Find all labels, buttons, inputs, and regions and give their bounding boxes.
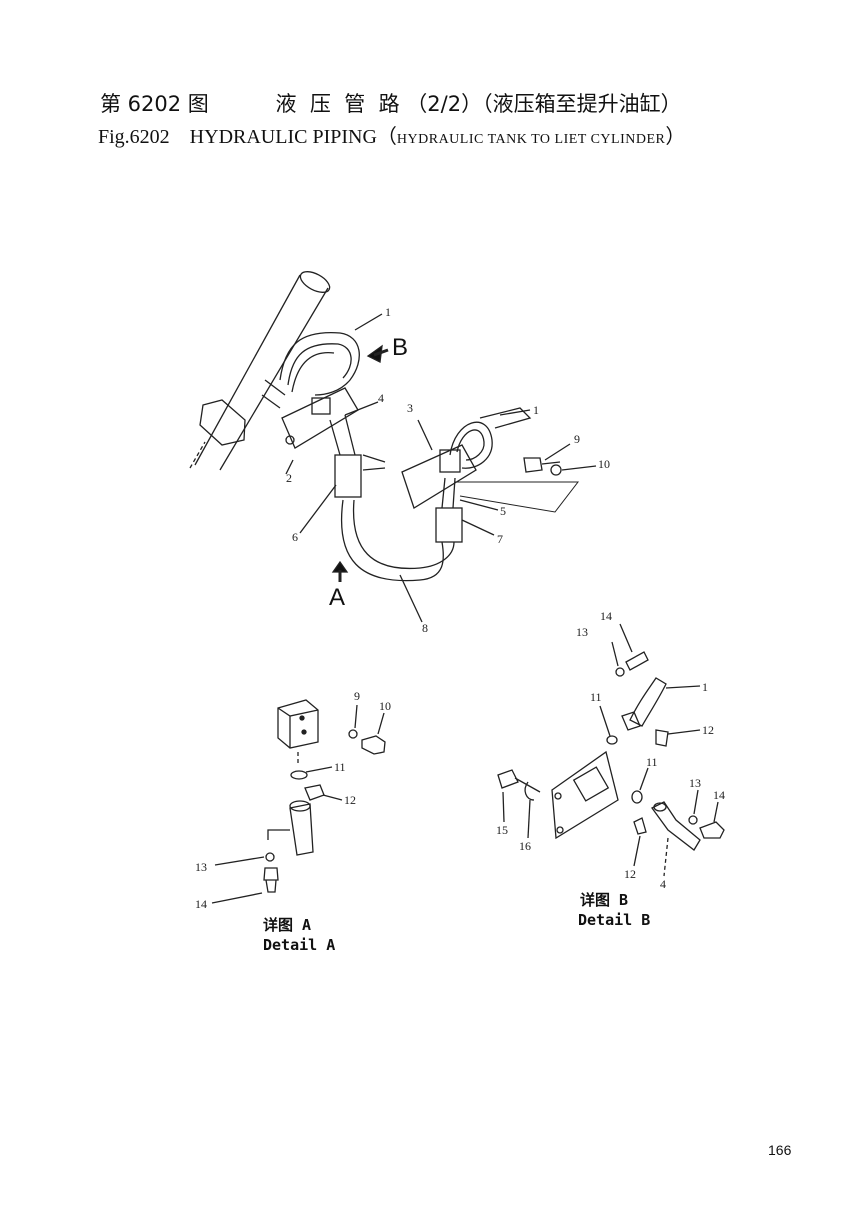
detail-b-view <box>497 623 725 877</box>
connector-block-left <box>311 397 331 415</box>
callout: 6 <box>292 530 298 544</box>
hose-8 <box>341 499 444 582</box>
callout: 14 <box>600 609 612 623</box>
callout: 13 <box>576 625 588 639</box>
callout: 15 <box>496 823 508 837</box>
title-chinese: 第 6202 图 液 压 管 路 （2/2）（液压箱至提升油缸） <box>100 92 682 116</box>
view-letter-b: B <box>392 334 408 361</box>
hose-loop-right <box>449 421 493 469</box>
callout: 1 <box>533 403 539 417</box>
callout: 14 <box>195 897 207 911</box>
callout: 12 <box>624 867 636 881</box>
callout: 9 <box>574 432 580 446</box>
detail-b-hose-1 <box>629 677 667 727</box>
callout: 1 <box>702 680 708 694</box>
detail-a-oring-11 <box>290 770 308 780</box>
detail-a-washer-13 <box>265 852 275 862</box>
detail-b-elbow-12b <box>633 817 647 835</box>
title-english: Fig.6202 HYDRAULIC PIPING（HYDRAULIC TANK… <box>98 120 685 149</box>
main-callouts: 1 1 2 3 4 5 6 7 8 9 10 B A <box>286 305 610 635</box>
callout: 12 <box>344 793 356 807</box>
callout: 14 <box>713 788 725 802</box>
page-number: 166 <box>768 1142 792 1158</box>
connector-block-right <box>439 449 461 473</box>
detail-b-plate <box>551 750 619 840</box>
detail-b-elbow-12 <box>655 729 669 747</box>
callout: 9 <box>354 689 360 703</box>
detail-b-caption-cn: 详图 B <box>580 891 628 909</box>
callout: 12 <box>702 723 714 737</box>
callout: 1 <box>385 305 391 319</box>
detail-b-caption-en: Detail B <box>578 911 650 929</box>
detail-b-callouts: 14 13 1 11 12 11 13 14 15 16 12 4 详图 B D… <box>496 609 725 929</box>
detail-b-hose-4 <box>651 801 701 851</box>
washer-10 <box>550 464 562 476</box>
mounting-plate-right <box>401 444 477 509</box>
title-english-main: Fig.6202 HYDRAULIC PIPING（ <box>98 126 397 148</box>
callout: 3 <box>407 401 413 415</box>
detail-b-washer-13 <box>615 667 625 677</box>
callout: 10 <box>598 457 610 471</box>
callout: 4 <box>660 877 666 891</box>
detail-b-oring-11b <box>631 790 643 804</box>
detail-a-bolt-10 <box>361 735 386 755</box>
detail-b-bolt-14-side <box>699 821 725 839</box>
callout: 8 <box>422 621 428 635</box>
detail-a-view <box>211 699 386 904</box>
hose-loop-upper <box>279 331 360 396</box>
detail-a-washer-9 <box>348 729 358 739</box>
callout: 7 <box>497 532 503 546</box>
callout: 16 <box>519 839 531 853</box>
detail-a-block <box>277 699 319 749</box>
lift-cylinder <box>189 271 331 471</box>
detail-b-bolt-15 <box>497 769 541 793</box>
main-assembly-view <box>189 271 597 623</box>
callout: 2 <box>286 471 292 485</box>
callout: 11 <box>646 755 658 769</box>
block-6 <box>334 454 362 498</box>
title-english-close: ） <box>665 126 686 148</box>
callout: 13 <box>689 776 701 790</box>
detail-b-oring-11 <box>606 735 618 745</box>
callout: 11 <box>334 760 346 774</box>
bolt-9 <box>523 457 561 473</box>
title-english-subtitle: HYDRAULIC TANK TO LIET CYLINDER <box>396 132 666 147</box>
detail-b-bolt-14-top <box>625 651 649 671</box>
detail-a-callouts: 9 10 11 12 13 14 详图 A Detail A <box>195 689 391 954</box>
detail-a-pipe <box>289 803 314 856</box>
detail-b-connector <box>572 766 610 802</box>
detail-b-washer-16 <box>524 781 535 801</box>
detail-a-bolt-14 <box>263 867 279 893</box>
callout: 11 <box>590 690 602 704</box>
detail-a-elbow-12 <box>304 784 325 801</box>
callout: 5 <box>500 504 506 518</box>
callout: 4 <box>378 391 384 405</box>
callout: 13 <box>195 860 207 874</box>
detail-a-caption-cn: 详图 A <box>263 916 311 934</box>
block-7 <box>435 507 463 543</box>
detail-b-washer-13b <box>688 815 698 825</box>
plate-bolt <box>285 435 295 445</box>
detail-a-caption-en: Detail A <box>263 936 335 954</box>
callout: 10 <box>379 699 391 713</box>
view-letter-a: A <box>329 584 345 611</box>
